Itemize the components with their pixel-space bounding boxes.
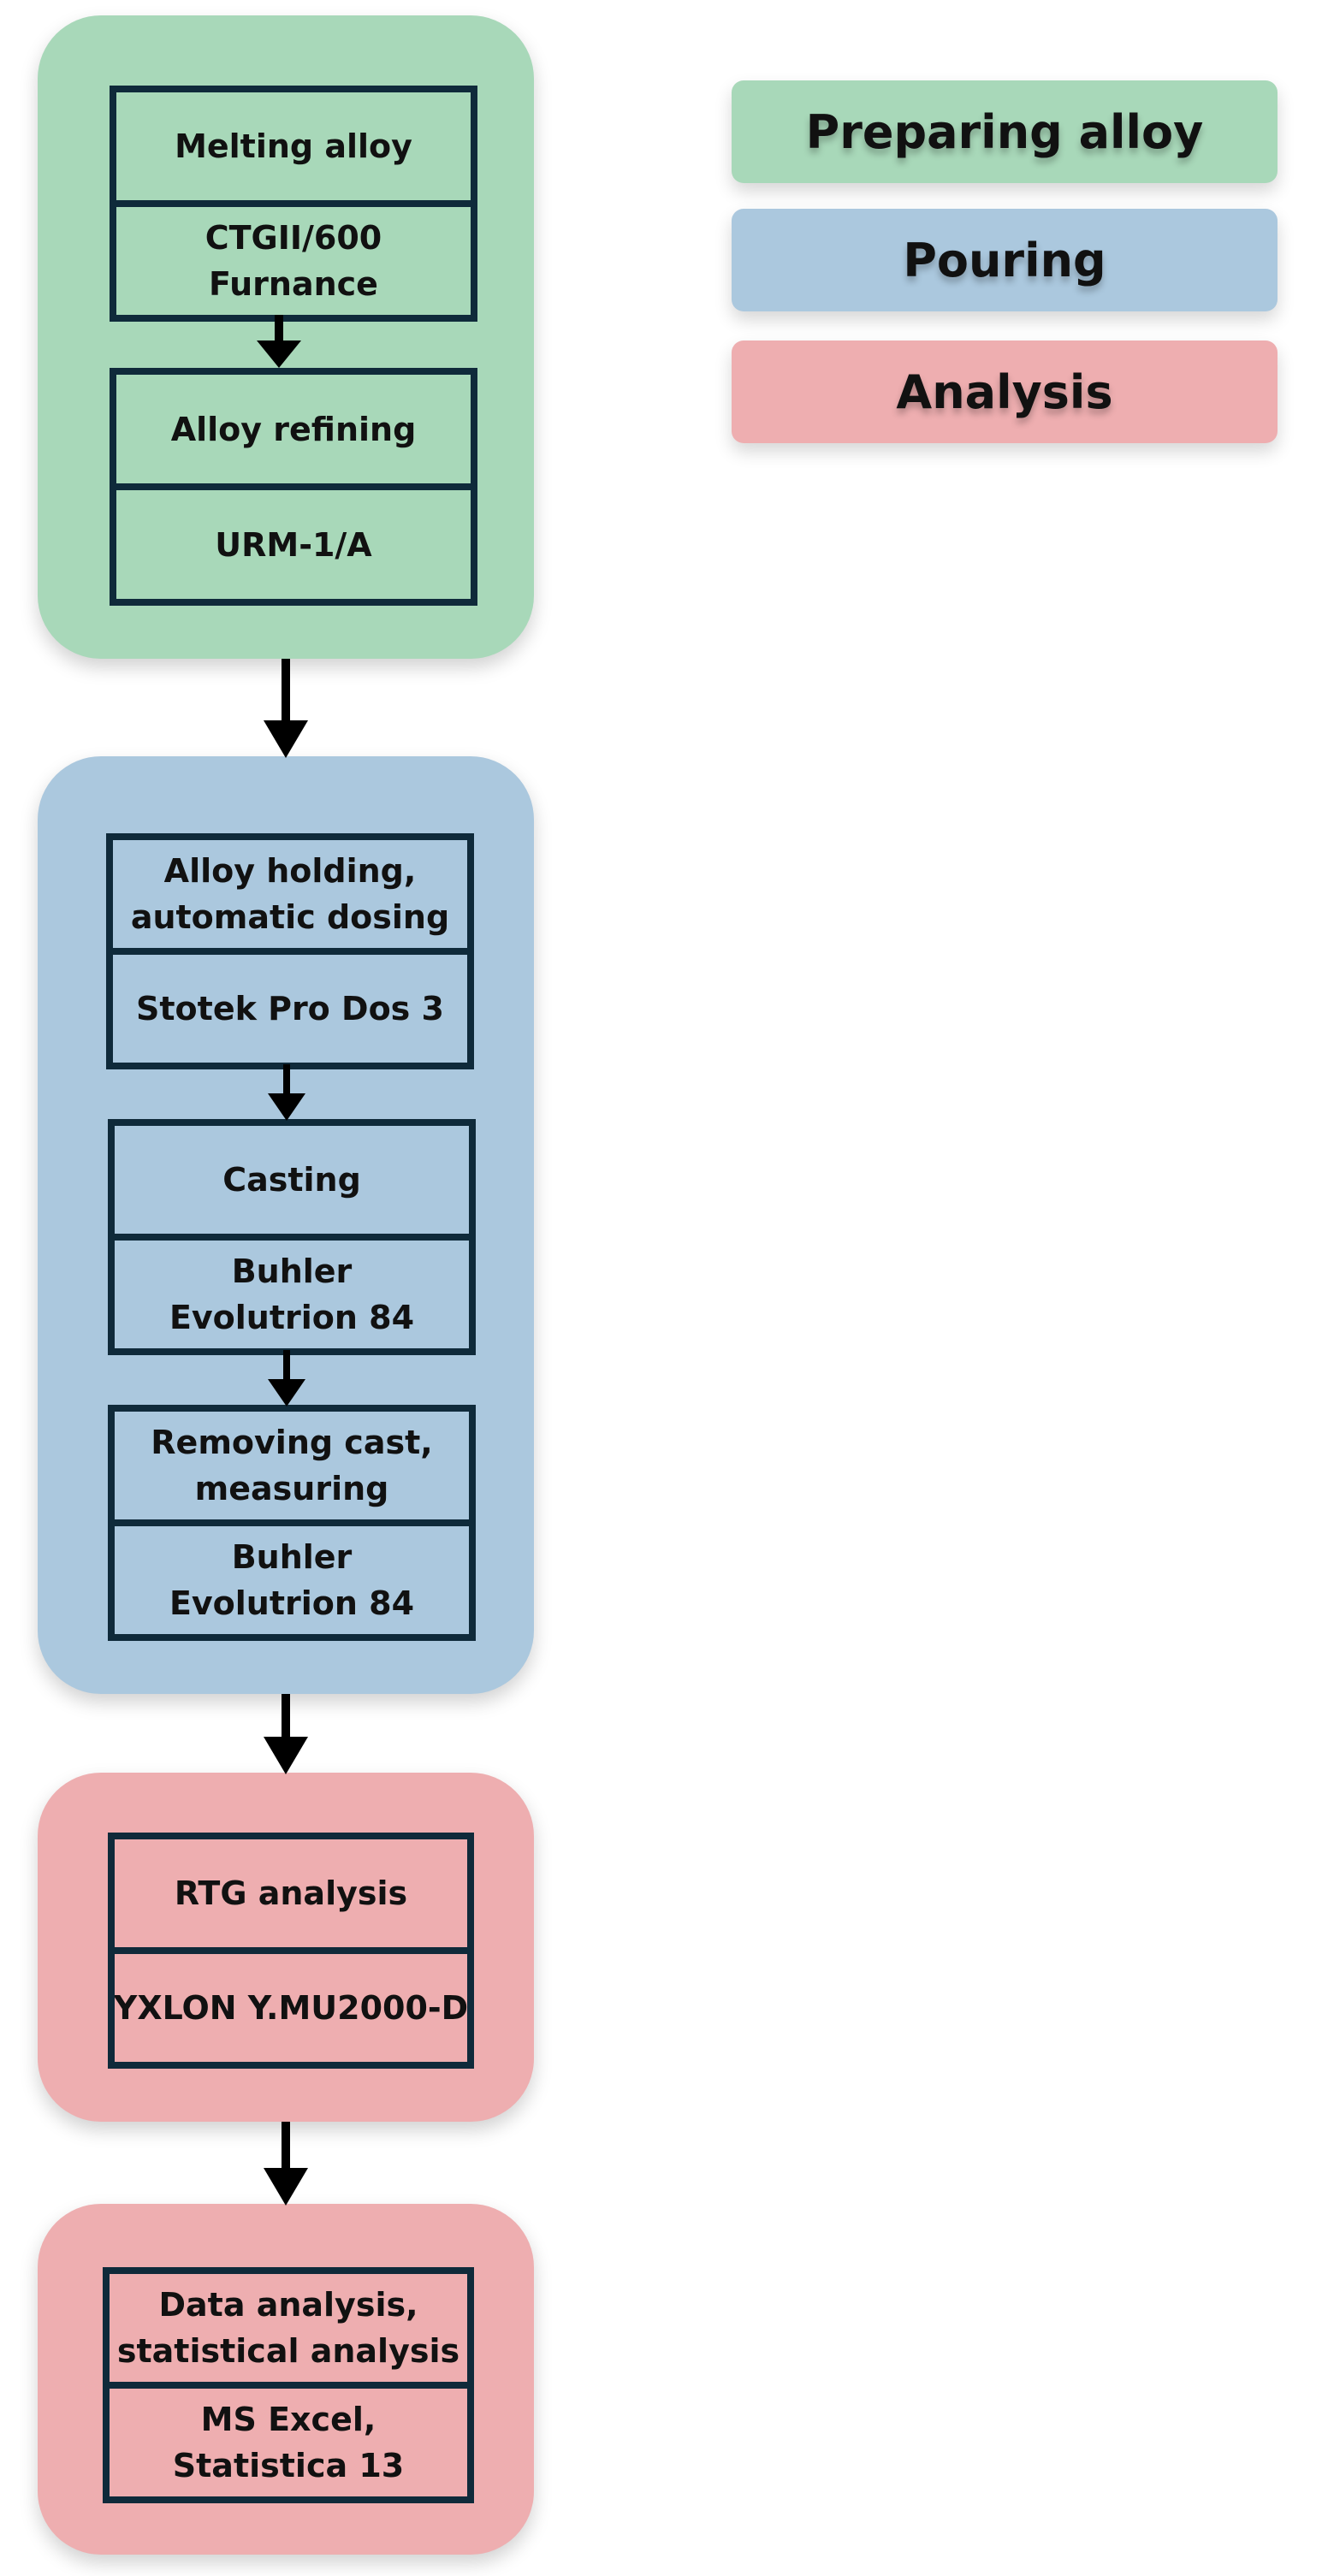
step-rtg-analysis: RTG analysis YXLON Y.MU2000-D: [108, 1833, 474, 2069]
step-equipment: Buhler Evolutrion 84: [115, 1519, 469, 1634]
group-data-analysis: [38, 2204, 534, 2555]
step-alloy-holding: Alloy holding, automatic dosing Stotek P…: [106, 833, 474, 1069]
legend-analysis: Analysis: [732, 341, 1278, 443]
step-title: Alloy refining: [170, 410, 417, 448]
arrow-casting-to-removing: [265, 1350, 308, 1408]
step-removing-cast: Removing cast, measuring Buhler Evolutri…: [108, 1405, 476, 1641]
step-title: Casting: [222, 1161, 361, 1199]
step-equipment: MS Excel, Statistica 13: [110, 2382, 467, 2496]
step-melting-alloy: Melting alloy CTGII/600 Furnance: [110, 86, 477, 322]
step-title: Data analysis, statistical analysis: [116, 2286, 460, 2370]
step-equipment: URM-1/A: [116, 483, 471, 599]
step-equipment: Stotek Pro Dos 3: [113, 948, 467, 1063]
arrow-pouring-to-rtg: [260, 1694, 311, 1774]
step-equipment: YXLON Y.MU2000-D: [115, 1947, 467, 2062]
step-alloy-refining: Alloy refining URM-1/A: [110, 368, 477, 606]
step-casting: Casting Buhler Evolutrion 84: [108, 1119, 476, 1355]
arrow-preparing-to-pouring: [260, 659, 311, 758]
legend-preparing-alloy: Preparing alloy: [732, 80, 1278, 183]
group-pouring: [38, 756, 534, 1694]
group-preparing-alloy: [38, 15, 534, 659]
step-equipment: CTGII/600 Furnance: [116, 200, 471, 315]
step-title: Melting alloy: [175, 127, 412, 165]
arrow-melting-to-refining: [253, 315, 305, 371]
arrow-rtg-to-data: [260, 2122, 311, 2206]
arrow-holding-to-casting: [265, 1064, 308, 1122]
step-data-analysis: Data analysis, statistical analysis MS E…: [103, 2267, 474, 2503]
legend-pouring: Pouring: [732, 209, 1278, 311]
step-title: Alloy holding, automatic dosing: [130, 852, 450, 936]
step-title: Removing cast, measuring: [151, 1424, 433, 1507]
step-equipment: Buhler Evolutrion 84: [115, 1234, 469, 1348]
step-title: RTG analysis: [174, 1874, 408, 1912]
